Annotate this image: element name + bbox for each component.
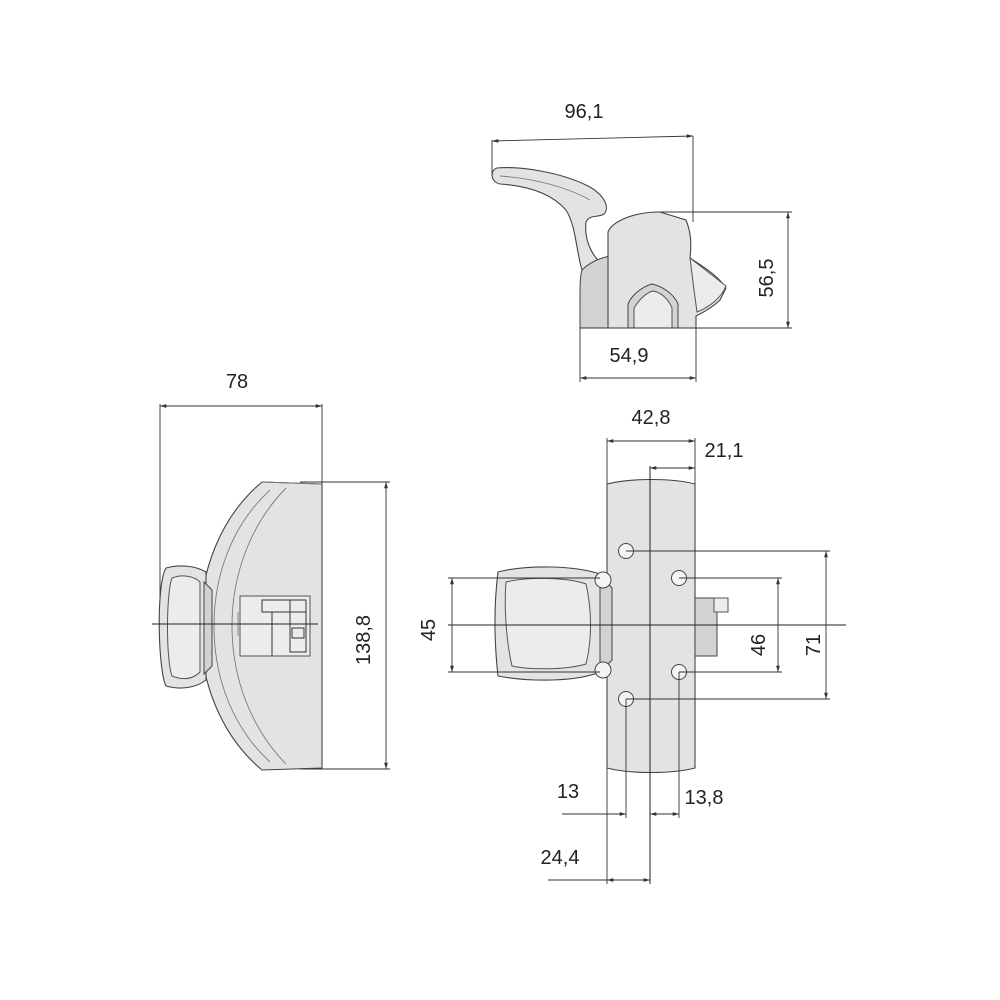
top-view: 96,1 56,5 54,9 <box>491 101 792 382</box>
arch-inner <box>633 290 673 329</box>
top-width-label: 96,1 <box>565 101 604 123</box>
handle-lever <box>491 167 607 271</box>
front-handle-face <box>504 577 591 670</box>
lever-highlight <box>499 175 591 201</box>
mechanism-column <box>289 599 307 653</box>
front-plate <box>606 478 696 774</box>
left-knob-neck <box>203 580 213 676</box>
left-height-label: 138,8 <box>353 615 375 665</box>
front-24-4-label: 24,4 <box>541 847 580 869</box>
left-knob-face <box>167 575 201 680</box>
left-width-label: 78 <box>226 371 248 393</box>
top-width-dim-line <box>491 134 694 143</box>
front-46-label: 46 <box>748 634 770 656</box>
front-handle-neck <box>599 572 613 674</box>
left-body-edge-1 <box>213 489 271 763</box>
handle-pivot-top <box>594 571 612 589</box>
left-view: 78 138,8 <box>152 371 390 771</box>
top-height-label: 56,5 <box>756 259 778 298</box>
front-13-label: 13 <box>557 781 579 803</box>
mechanism-box <box>239 595 311 657</box>
left-body-edge-2 <box>231 487 287 765</box>
handle-pivot-bottom <box>594 661 612 679</box>
front-view: 42,8 21,1 45 46 71 13 13,8 24,4 <box>418 407 846 884</box>
front-plate-width-label: 42,8 <box>632 407 671 429</box>
front-13-8-label: 13,8 <box>685 787 724 809</box>
front-offset-a-label: 21,1 <box>705 440 744 462</box>
left-body-top <box>261 481 323 485</box>
front-71-label: 71 <box>803 634 825 656</box>
top-base-label: 54,9 <box>610 345 649 367</box>
front-handle-height-label: 45 <box>418 619 440 641</box>
latch-bolt-tip <box>713 597 729 613</box>
latch-tongue <box>689 256 727 313</box>
mechanism-notch <box>291 627 305 639</box>
latch-bolt <box>694 597 718 657</box>
